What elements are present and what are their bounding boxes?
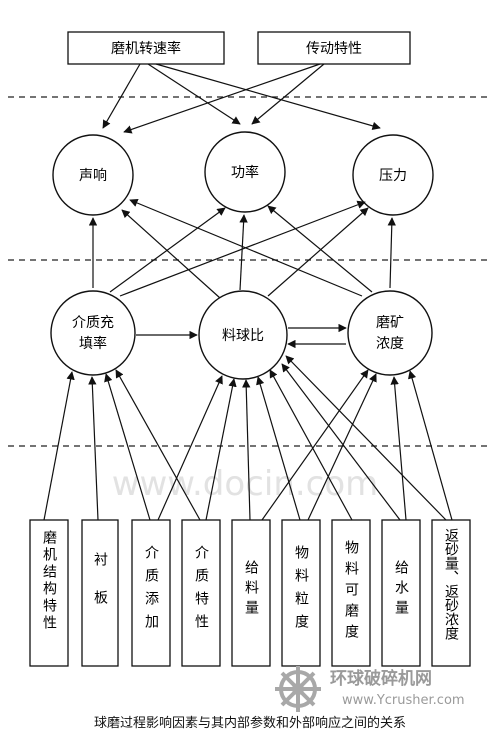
factor-feed-rate-label: 给料量 [243, 560, 259, 620]
factor-mill-structure-label: 磨机结构特性 [41, 530, 57, 632]
brand-logo: 环球破碎机网 www.Ycrusher.com [275, 666, 465, 712]
factor-media-prop-label: 介质特性 [193, 545, 209, 637]
factor-particle-size: 物料粒度 [281, 519, 321, 667]
arrow-fill-to-power [109, 207, 226, 293]
factor-grindability-label: 物料可磨度 [343, 540, 359, 645]
factor-media-add-label: 介质添加 [143, 545, 159, 637]
arrow-transmission-to-sound [123, 63, 321, 134]
node-fill-rate-line2: 填率 [79, 335, 107, 352]
factor-feed-rate: 给料量 [231, 519, 271, 667]
node-fill-rate: 介质充 填率 [50, 290, 136, 376]
arrow-sand-to-density [408, 370, 453, 521]
arrows-param-links [136, 323, 347, 349]
brand-name: 环球破碎机网 [330, 668, 432, 689]
node-density-line1: 磨矿 [376, 315, 404, 331]
gear-icon [275, 666, 321, 712]
node-sound: 声响 [52, 134, 134, 216]
arrows-param-to-response [88, 199, 396, 299]
factor-return-sand-label: 返砂量、返砂浓度 [443, 528, 459, 640]
brand-url: www.Ycrusher.com [342, 693, 465, 708]
factor-mill-structure: 磨机结构特性 [29, 519, 69, 667]
top-box-transmission: 传动特性 [257, 31, 411, 65]
arrows-factor-to-param [43, 355, 453, 521]
arrow-density-to-sound [129, 199, 363, 297]
arrow-grind-to-ball [269, 369, 353, 521]
top-box-transmission-label: 传动特性 [306, 41, 362, 57]
arrow-water-to-ball [281, 363, 401, 521]
top-box-mill-speed: 磨机转速率 [67, 31, 225, 65]
factor-water-feed: 给水量 [381, 519, 421, 667]
arrow-speed-to-pressure [155, 63, 381, 130]
dashed-separators [8, 96, 492, 447]
arrow-ball-to-pressure [267, 207, 369, 297]
arrow-transmission-to-power [251, 63, 325, 125]
top-box-mill-speed-label: 磨机转速率 [111, 40, 181, 57]
node-pressure-label: 压力 [379, 168, 407, 184]
arrow-mediaprop-to-fill [115, 369, 201, 521]
arrow-density-to-power [267, 205, 373, 293]
factor-water-feed-label: 给水量 [393, 560, 409, 620]
node-ball-ratio-label: 料球比 [222, 328, 264, 344]
figure-caption: 球磨过程影响因素与其内部参数和外部响应之间的关系 [94, 715, 406, 731]
arrow-mediaadd-to-ball [157, 375, 223, 521]
arrow-speed-to-power [147, 63, 241, 125]
factor-particle-size-label: 物料粒度 [293, 545, 309, 637]
node-power: 功率 [204, 131, 286, 213]
arrow-ball-to-sound [121, 209, 221, 299]
arrow-mediaprop-to-ball [205, 378, 237, 521]
arrow-sand-to-ball [285, 355, 447, 521]
factor-grindability: 物料可磨度 [331, 519, 371, 667]
node-fill-rate-line1: 介质充 [72, 315, 114, 331]
arrow-feed-to-ball [242, 379, 251, 521]
factor-media-add: 介质添加 [131, 519, 171, 667]
node-pressure: 压力 [352, 134, 434, 216]
arrow-speed-to-sound [102, 63, 141, 129]
factor-return-sand: 返砂量、返砂浓度 [431, 519, 471, 667]
arrow-particle-to-ball [256, 376, 301, 521]
node-density: 磨矿 浓度 [347, 290, 433, 376]
factor-liner: 衬板 [81, 519, 119, 667]
arrow-water-to-density [390, 376, 407, 521]
factor-media-prop: 介质特性 [181, 519, 221, 667]
arrow-liner-to-fill [88, 376, 99, 521]
node-power-label: 功率 [231, 164, 259, 181]
arrow-ball-to-power [239, 214, 248, 291]
node-ball-ratio: 料球比 [198, 290, 288, 380]
arrow-mediaadd-to-fill [104, 373, 151, 521]
arrow-particle-to-density [307, 373, 377, 521]
watermark-text: www.docin.com [112, 464, 379, 504]
factor-liner-label: 衬板 [92, 552, 108, 628]
arrow-density-to-pressure [387, 217, 396, 289]
node-density-line2: 浓度 [376, 336, 404, 352]
arrow-structure-to-fill [43, 371, 75, 521]
arrow-feed-to-density [261, 369, 369, 521]
node-sound-label: 声响 [79, 168, 107, 184]
arrows-top-to-response [102, 63, 381, 134]
